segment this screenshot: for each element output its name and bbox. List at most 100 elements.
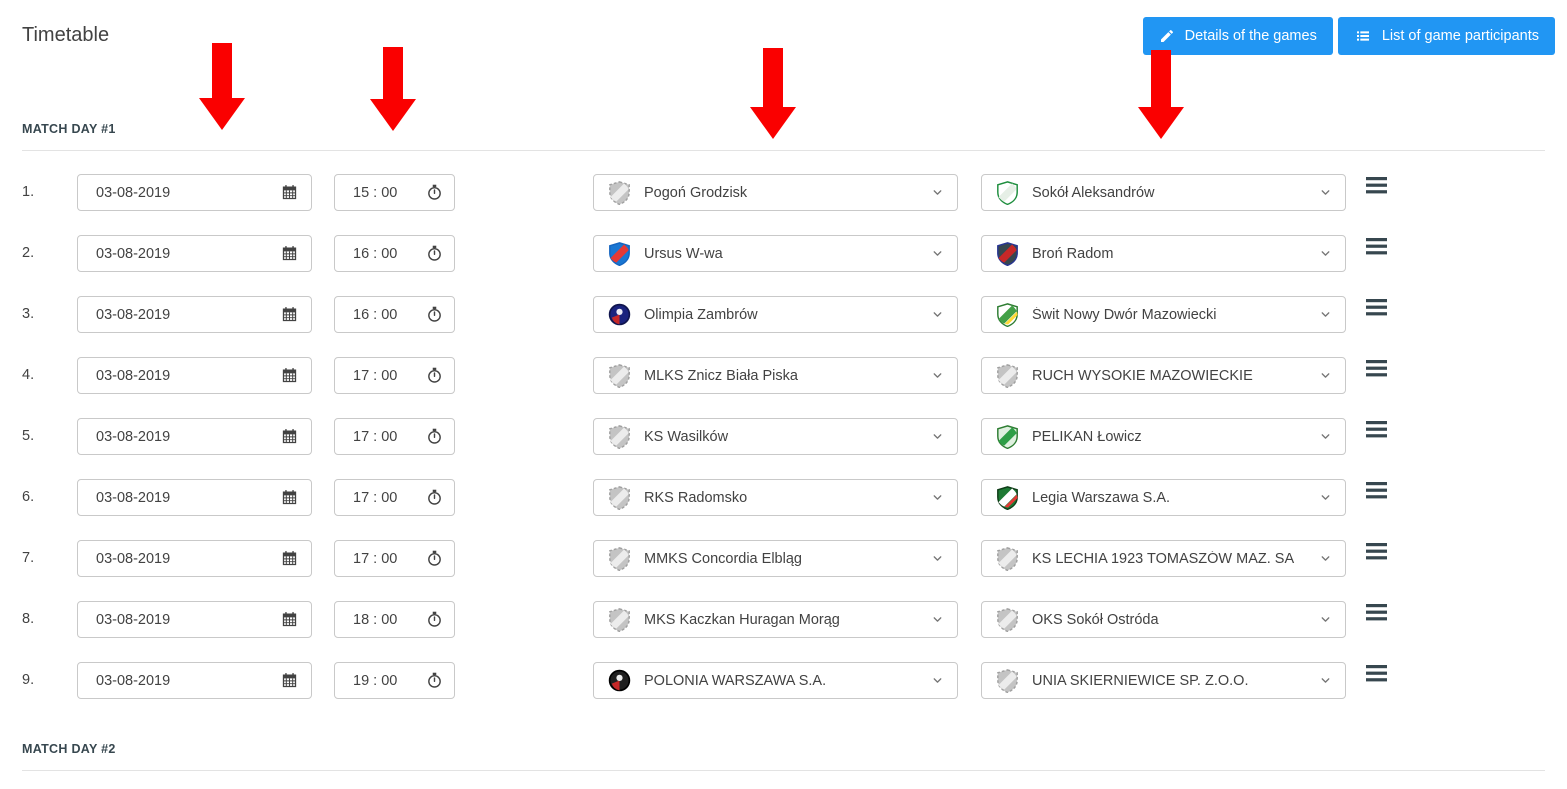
away-team-select[interactable]: Sokół Aleksandrów — [981, 174, 1346, 211]
row-number: 7. — [22, 550, 35, 566]
home-team-crest-icon — [607, 363, 632, 388]
away-team-select[interactable]: Świt Nowy Dwór Mazowiecki — [981, 296, 1346, 333]
calendar-icon[interactable] — [281, 428, 298, 445]
match-date-value: 03-08-2019 — [96, 306, 171, 323]
drag-handle-icon[interactable] — [1366, 177, 1387, 199]
match-time-input[interactable]: 17 : 00 — [334, 479, 455, 516]
row-number: 4. — [22, 367, 35, 383]
away-team-name: Broń Radom — [1032, 245, 1114, 262]
chevron-down-icon — [1319, 369, 1332, 382]
away-team-select[interactable]: Broń Radom — [981, 235, 1346, 272]
match-date-input[interactable]: 03-08-2019 — [77, 479, 312, 516]
match-date-input[interactable]: 03-08-2019 — [77, 174, 312, 211]
match-time-input[interactable]: 19 : 00 — [334, 662, 455, 699]
home-team-select[interactable]: KS Wasilków — [593, 418, 958, 455]
drag-handle-icon[interactable] — [1366, 543, 1387, 565]
row-number: 6. — [22, 489, 35, 505]
home-team-select[interactable]: MMKS Concordia Elbląg — [593, 540, 958, 577]
clock-icon[interactable] — [426, 427, 443, 446]
calendar-icon[interactable] — [281, 367, 298, 384]
chevron-down-icon — [931, 186, 944, 199]
away-team-select[interactable]: Legia Warszawa S.A. — [981, 479, 1346, 516]
away-team-crest-icon — [995, 363, 1020, 388]
match-time-input[interactable]: 16 : 00 — [334, 296, 455, 333]
match-date-value: 03-08-2019 — [96, 489, 171, 506]
drag-handle-icon[interactable] — [1366, 604, 1387, 626]
home-team-name: Olimpia Zambrów — [644, 306, 758, 323]
home-team-select[interactable]: POLONIA WARSZAWA S.A. — [593, 662, 958, 699]
match-day-section: MATCH DAY #2 — [0, 734, 1567, 771]
away-team-crest-icon — [995, 302, 1020, 327]
home-team-select[interactable]: Ursus W-wa — [593, 235, 958, 272]
home-team-name: RKS Radomsko — [644, 489, 748, 506]
calendar-icon[interactable] — [281, 245, 298, 262]
clock-icon[interactable] — [426, 305, 443, 324]
drag-handle-icon[interactable] — [1366, 238, 1387, 260]
clock-icon[interactable] — [426, 671, 443, 690]
match-date-input[interactable]: 03-08-2019 — [77, 357, 312, 394]
drag-handle-icon[interactable] — [1366, 482, 1387, 504]
home-team-name: MKS Kaczkan Huragan Morąg — [644, 611, 840, 628]
details-of-games-button[interactable]: Details of the games — [1142, 17, 1333, 55]
chevron-down-icon — [1319, 613, 1332, 626]
list-of-participants-button[interactable]: List of game participants — [1337, 17, 1555, 55]
section-divider — [22, 150, 1545, 151]
away-team-crest-icon — [995, 424, 1020, 449]
away-team-select[interactable]: UNIA SKIERNIEWICE SP. Z.O.O. — [981, 662, 1346, 699]
drag-handle-icon[interactable] — [1366, 299, 1387, 321]
home-team-name: KS Wasilków — [644, 428, 729, 445]
chevron-down-icon — [931, 674, 944, 687]
drag-handle-icon[interactable] — [1366, 665, 1387, 687]
calendar-icon[interactable] — [281, 672, 298, 689]
match-time-value: 17 : 00 — [353, 550, 398, 567]
match-time-input[interactable]: 18 : 00 — [334, 601, 455, 638]
calendar-icon[interactable] — [281, 611, 298, 628]
calendar-icon[interactable] — [281, 550, 298, 567]
home-team-select[interactable]: MLKS Znicz Biała Piska — [593, 357, 958, 394]
calendar-icon[interactable] — [281, 489, 298, 506]
drag-handle-icon[interactable] — [1366, 360, 1387, 382]
calendar-icon[interactable] — [281, 306, 298, 323]
match-time-input[interactable]: 16 : 00 — [334, 235, 455, 272]
chevron-down-icon — [1319, 247, 1332, 260]
away-team-select[interactable]: RUCH WYSOKIE MAZOWIECKIE — [981, 357, 1346, 394]
clock-icon[interactable] — [426, 488, 443, 507]
clock-icon[interactable] — [426, 610, 443, 629]
match-date-input[interactable]: 03-08-2019 — [77, 540, 312, 577]
match-date-input[interactable]: 03-08-2019 — [77, 296, 312, 333]
match-date-input[interactable]: 03-08-2019 — [77, 601, 312, 638]
match-time-input[interactable]: 17 : 00 — [334, 540, 455, 577]
match-time-input[interactable]: 15 : 00 — [334, 174, 455, 211]
clock-icon[interactable] — [426, 183, 443, 202]
home-team-crest-icon — [607, 546, 632, 571]
match-date-input[interactable]: 03-08-2019 — [77, 235, 312, 272]
calendar-icon[interactable] — [281, 184, 298, 201]
home-team-select[interactable]: RKS Radomsko — [593, 479, 958, 516]
match-time-value: 17 : 00 — [353, 367, 398, 384]
home-team-select[interactable]: Pogoń Grodzisk — [593, 174, 958, 211]
clock-icon[interactable] — [426, 549, 443, 568]
away-team-crest-icon — [995, 485, 1020, 510]
match-date-value: 03-08-2019 — [96, 367, 171, 384]
home-team-select[interactable]: Olimpia Zambrów — [593, 296, 958, 333]
home-team-crest-icon — [607, 485, 632, 510]
list-icon — [1354, 28, 1372, 44]
away-team-select[interactable]: OKS Sokół Ostróda — [981, 601, 1346, 638]
match-date-input[interactable]: 03-08-2019 — [77, 662, 312, 699]
match-date-input[interactable]: 03-08-2019 — [77, 418, 312, 455]
match-date-value: 03-08-2019 — [96, 611, 171, 628]
clock-icon[interactable] — [426, 366, 443, 385]
row-number: 8. — [22, 611, 35, 627]
home-team-crest-icon — [607, 302, 632, 327]
match-time-input[interactable]: 17 : 00 — [334, 357, 455, 394]
home-team-name: POLONIA WARSZAWA S.A. — [644, 672, 827, 689]
away-team-select[interactable]: PELIKAN Łowicz — [981, 418, 1346, 455]
away-team-crest-icon — [995, 180, 1020, 205]
match-day-section: MATCH DAY #1 1. 03-08-2019 15 : 00 Pogoń… — [0, 114, 1567, 699]
drag-handle-icon[interactable] — [1366, 421, 1387, 443]
match-time-input[interactable]: 17 : 00 — [334, 418, 455, 455]
match-row: 7. 03-08-2019 17 : 00 MMKS Concordia Elb… — [0, 540, 1567, 577]
away-team-select[interactable]: KS LECHIA 1923 TOMASZÓW MAZ. SA — [981, 540, 1346, 577]
home-team-select[interactable]: MKS Kaczkan Huragan Morąg — [593, 601, 958, 638]
clock-icon[interactable] — [426, 244, 443, 263]
